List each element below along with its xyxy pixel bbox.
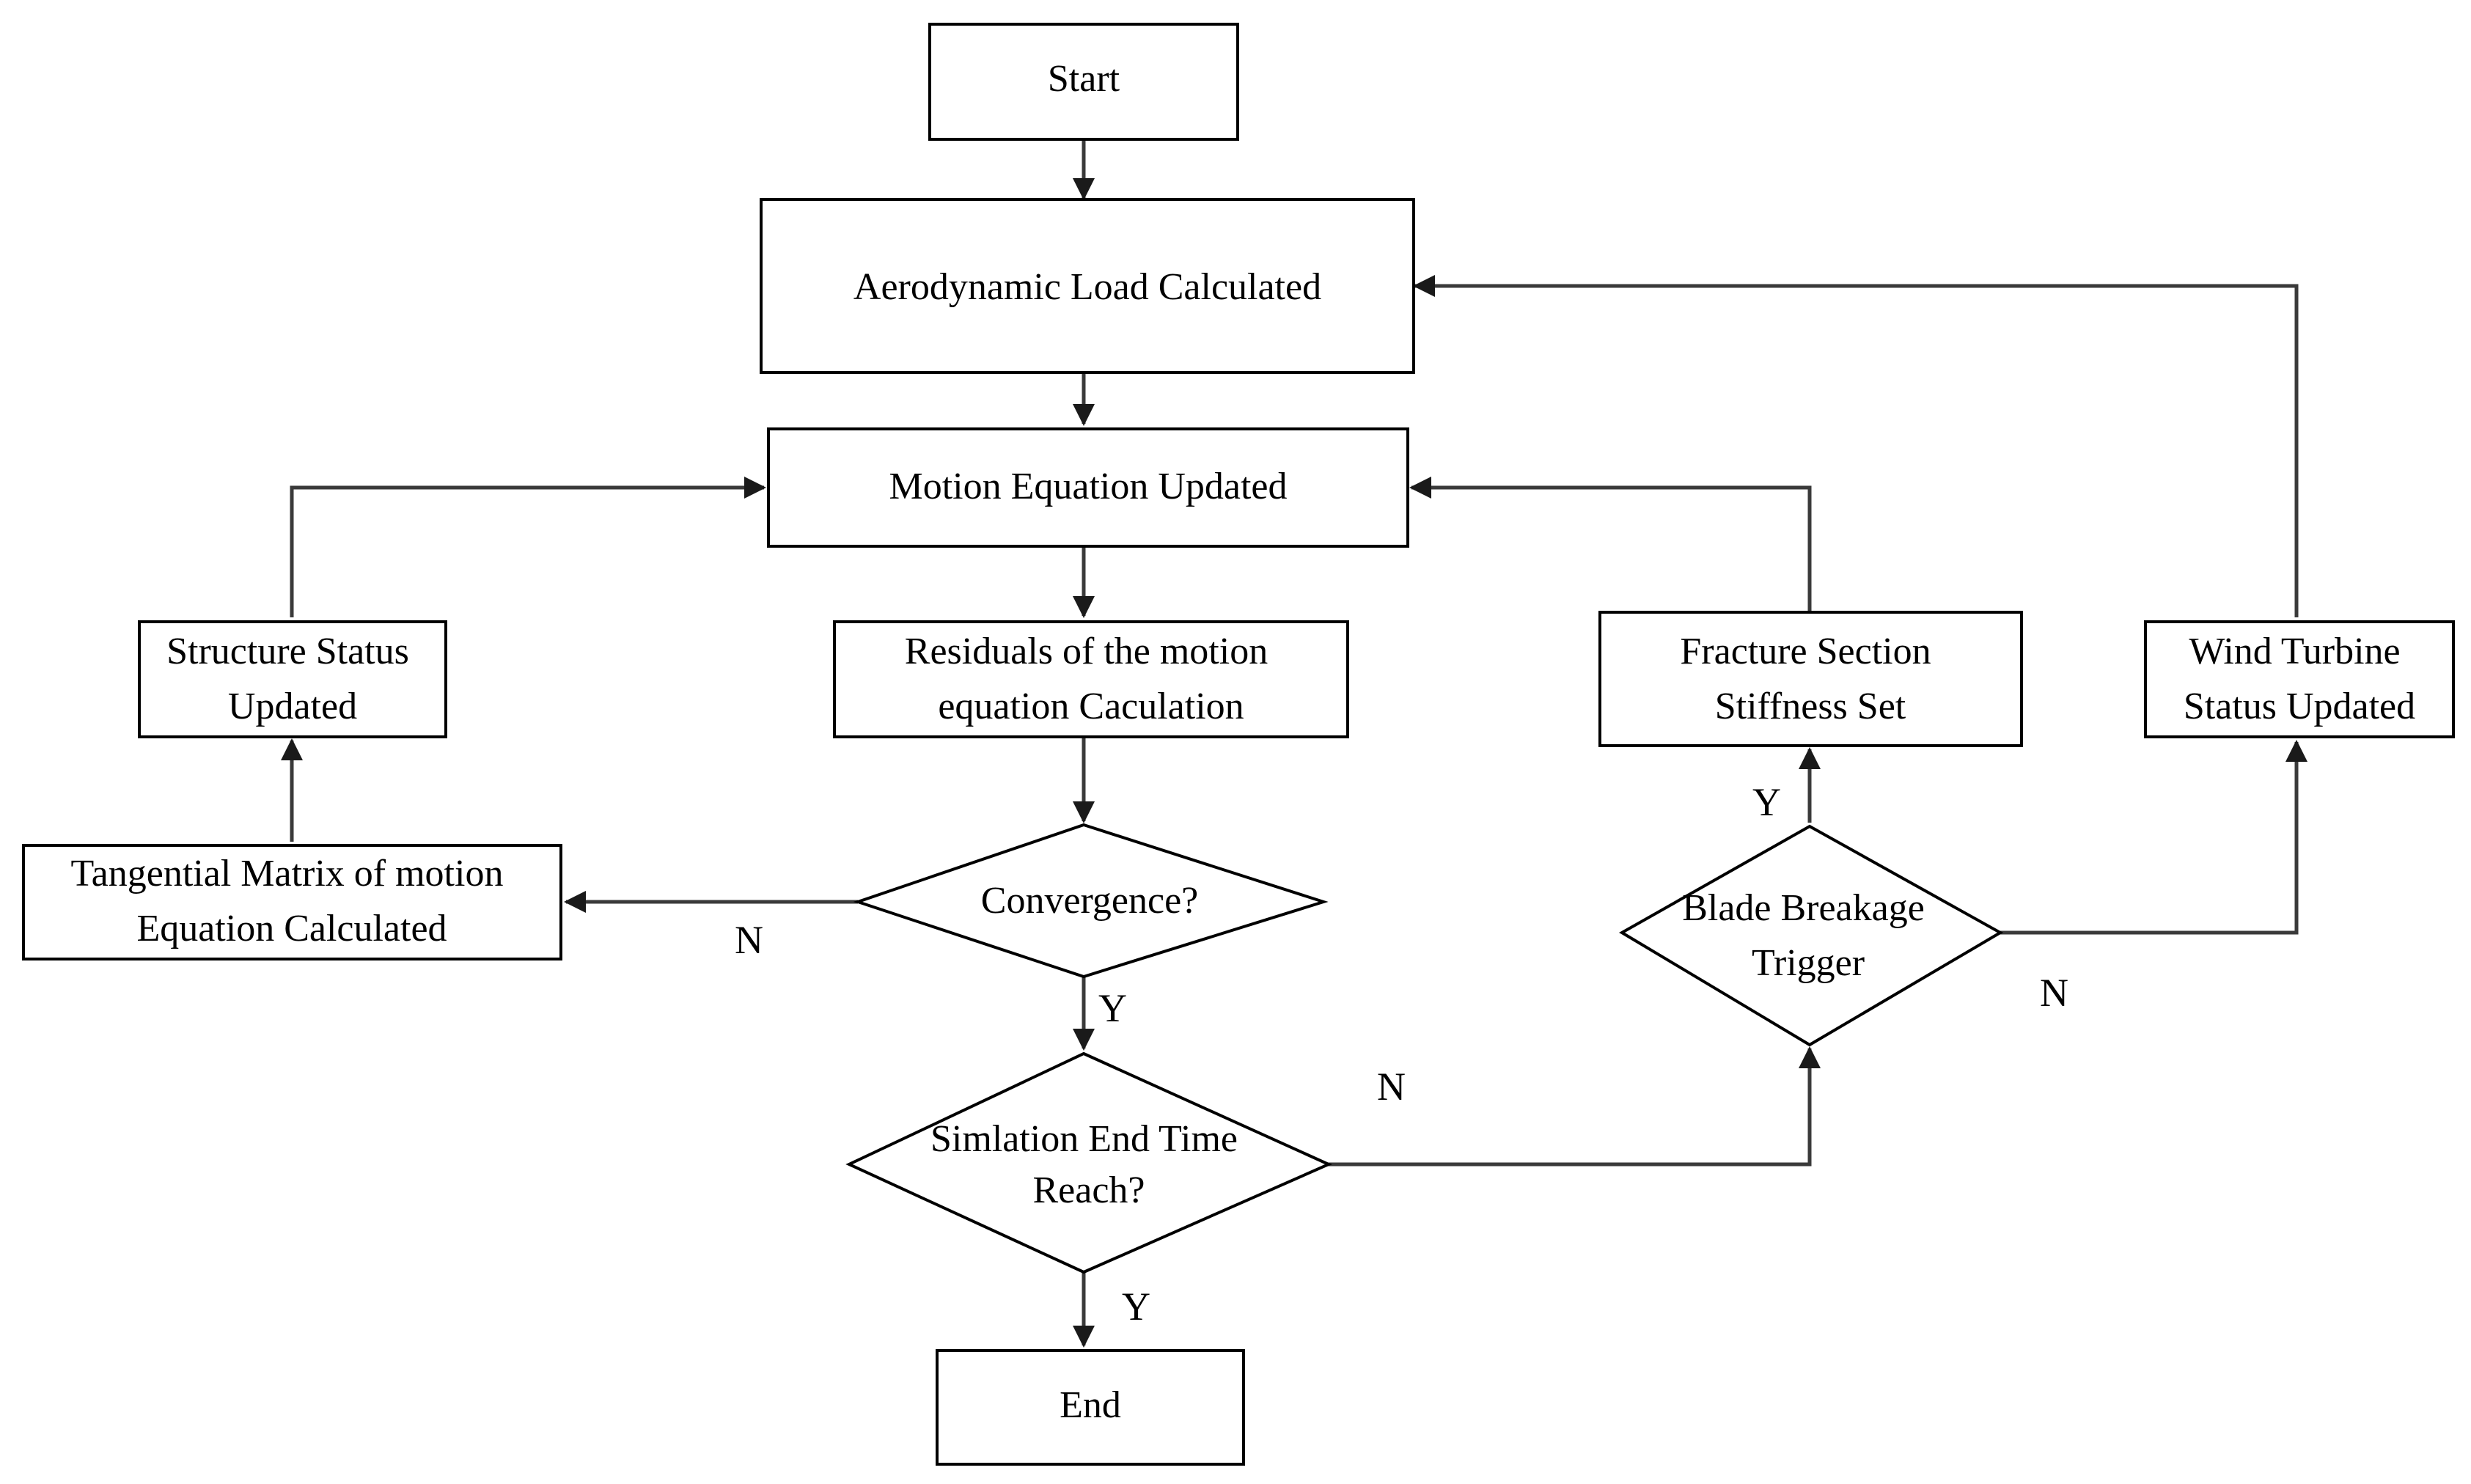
svg-text:Fracture Section Stiffne: Fracture Section Stiffness Set: [1680, 631, 1940, 727]
node-label: Start: [1048, 58, 1120, 100]
fracture-section-node: Fracture Section Stiffness Set: [1598, 611, 2023, 747]
node-label-line-2: equation Caculation: [938, 686, 1244, 727]
svg-text:Aerodynamic Load Calculated: Aerodynamic Load Calculated: [853, 266, 1321, 308]
start-node: Start: [928, 23, 1239, 141]
svg-text:End: End: [1060, 1384, 1121, 1426]
residuals-node: Residuals of the motion equation Caculat…: [833, 620, 1349, 738]
node-label-line-1: Tangential Matrix of motion: [71, 853, 504, 895]
edge-simend-to-blade: [1327, 1046, 1821, 1167]
aerodynamic-load-node: Aerodynamic Load Calculated: [760, 198, 1415, 374]
node-label: End: [1060, 1384, 1121, 1426]
svg-text:Convergence?: Convergence?: [981, 880, 1198, 922]
svg-text:Wind Turbine Status Upda: Wind Turbine Status Updated: [2184, 631, 2415, 727]
node-label-line-2: Updated: [228, 686, 357, 727]
edge-label-convergence-no: N: [735, 918, 763, 962]
svg-text:Start: Start: [1048, 58, 1120, 100]
node-label: Aerodynamic Load Calculated: [853, 266, 1321, 308]
node-label: Motion Equation Updated: [889, 466, 1287, 507]
node-label-line-1: Wind Turbine: [2189, 631, 2400, 672]
edge-structure-to-motion: [290, 477, 766, 617]
blade-breakage-decision: Blade Breakage Trigger: [1619, 824, 2004, 1047]
node-label-line-2: Status Updated: [2184, 686, 2415, 727]
wind-turbine-status-node: Wind Turbine Status Updated: [2144, 620, 2455, 738]
svg-text:Motion Equation Updated: Motion Equation Updated: [889, 466, 1287, 507]
node-label-line-2: Stiffness Set: [1715, 686, 1906, 727]
edge-label-convergence-yes: Y: [1098, 986, 1127, 1030]
edge-fracture-to-motion: [1409, 477, 1812, 612]
svg-text:Blade Breakage Trigger: Blade Breakage Trigger: [1682, 887, 1934, 984]
edge-wind-to-aero: [1413, 275, 2299, 617]
svg-text:Structure Status Updated: Structure Status Updated: [166, 631, 419, 727]
simulation-end-decision: Simlation End Time Reach?: [845, 1051, 1332, 1274]
node-label-line-1: Fracture Section: [1680, 631, 1931, 672]
svg-text:Tangential Matrix of motion: Tangential Matrix of motion Equation Cal…: [71, 853, 513, 949]
structure-status-node: Structure Status Updated: [138, 620, 447, 738]
svg-text:Simlation End Time Reach: Simlation End Time Reach?: [930, 1118, 1247, 1211]
end-node: End: [936, 1349, 1245, 1466]
svg-text:Residuals of the motion: Residuals of the motion equation Caculat…: [905, 631, 1277, 727]
edge-label-simulation-yes: Y: [1122, 1285, 1150, 1329]
node-label-line-2: Reach?: [1032, 1169, 1145, 1211]
node-label-line-2: Equation Calculated: [136, 908, 447, 949]
motion-equation-node: Motion Equation Updated: [767, 427, 1409, 548]
node-label-line-2: Trigger: [1752, 942, 1865, 984]
node-label-line-1: Simlation End Time: [930, 1118, 1238, 1160]
node-label-line-1: Blade Breakage: [1682, 887, 1925, 929]
node-label-line-1: Residuals of the motion: [905, 631, 1268, 672]
edge-label-simulation-no: N: [1377, 1065, 1406, 1109]
tangential-matrix-node: Tangential Matrix of motion Equation Cal…: [22, 844, 562, 960]
node-label: Convergence?: [981, 880, 1198, 922]
edge-blade-to-wind: [2000, 740, 2307, 935]
edge-label-blade-no: N: [2040, 971, 2068, 1015]
node-label-line-1: Structure Status: [166, 631, 409, 672]
convergence-decision: Convergence?: [853, 823, 1329, 979]
edge-label-blade-yes: Y: [1752, 780, 1781, 824]
